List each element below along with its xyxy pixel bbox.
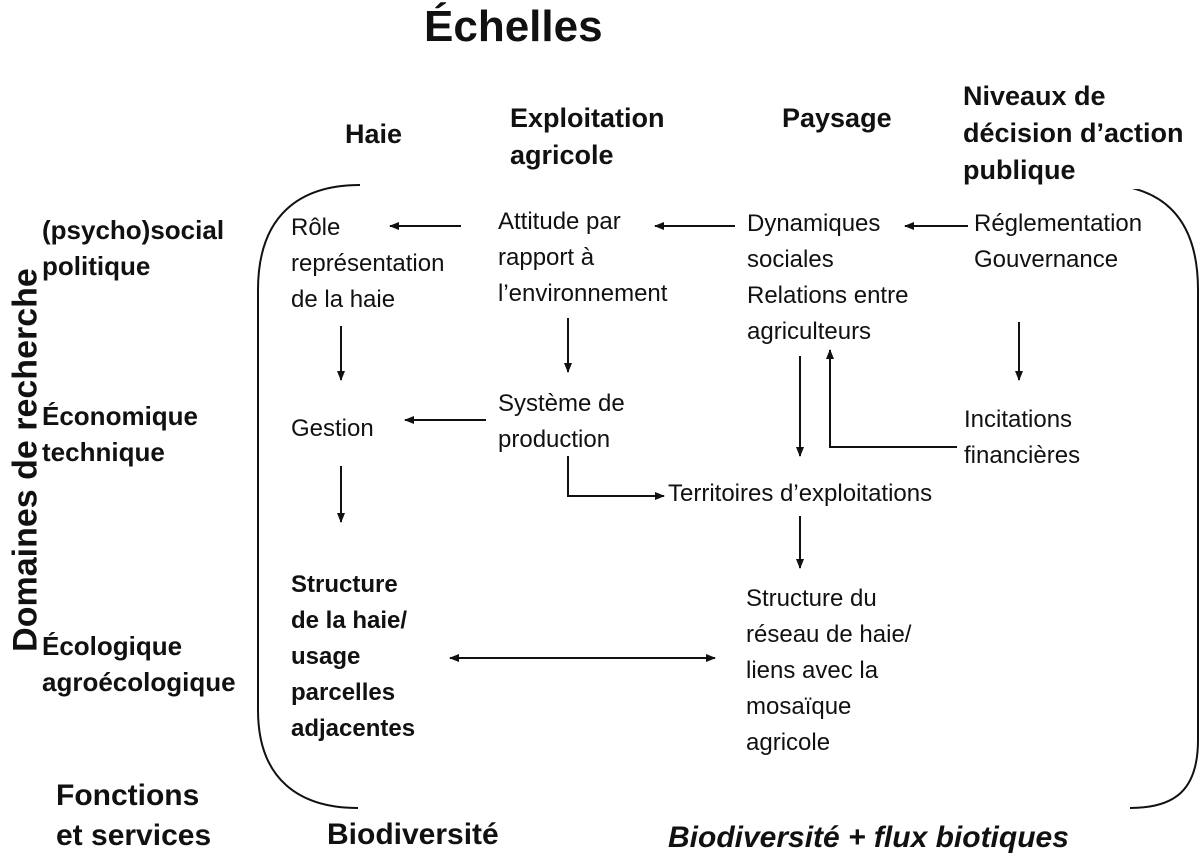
node-structure-haie: Structure de la haie/ usage parcelles ad… — [291, 571, 416, 742]
frame-right — [1095, 183, 1199, 809]
scale-niveaux: Niveaux de décision d’action publique — [963, 78, 1190, 189]
footer-biodiversite-flux: Biodiversité + flux biotiques — [668, 821, 1069, 854]
node-role: Rôle représentation de la haie — [291, 214, 445, 313]
scale-paysage: Paysage — [782, 103, 892, 133]
node-incitations: Incitations financières — [964, 406, 1081, 469]
node-attitude: Attitude par rapport à l’environnement — [498, 208, 668, 307]
footer-biodiversite: Biodiversité — [327, 818, 499, 851]
scale-haie: Haie — [345, 119, 403, 149]
node-dynamiques: Dynamiques sociales Relations entre agri… — [747, 210, 909, 345]
domain-economique: Économique technique — [42, 401, 199, 467]
arrow-systeme-to-territoires — [567, 456, 665, 500]
footer-fonctions: Fonctions et services — [56, 779, 212, 852]
arrow-incitations-to-dynamiques — [826, 349, 957, 448]
domain-psychosocial: (psycho)social politique — [42, 215, 225, 281]
node-reglementation: Réglementation Gouvernance — [974, 210, 1143, 273]
node-structure-reseau: Structure du réseau de haie/ liens avec … — [746, 585, 912, 756]
diagram-title: Échelles — [424, 2, 603, 51]
scale-exploitation: Exploitation agricole — [510, 103, 665, 170]
domain-ecologique: Écologique agroécologique — [42, 631, 236, 697]
node-systeme: Système de production — [498, 390, 625, 453]
vertical-axis-label: Domaines de recherche — [6, 268, 45, 652]
node-gestion: Gestion — [291, 415, 374, 442]
node-territoires: Territoires d’exploitations — [668, 480, 933, 507]
frame-left — [257, 184, 361, 809]
